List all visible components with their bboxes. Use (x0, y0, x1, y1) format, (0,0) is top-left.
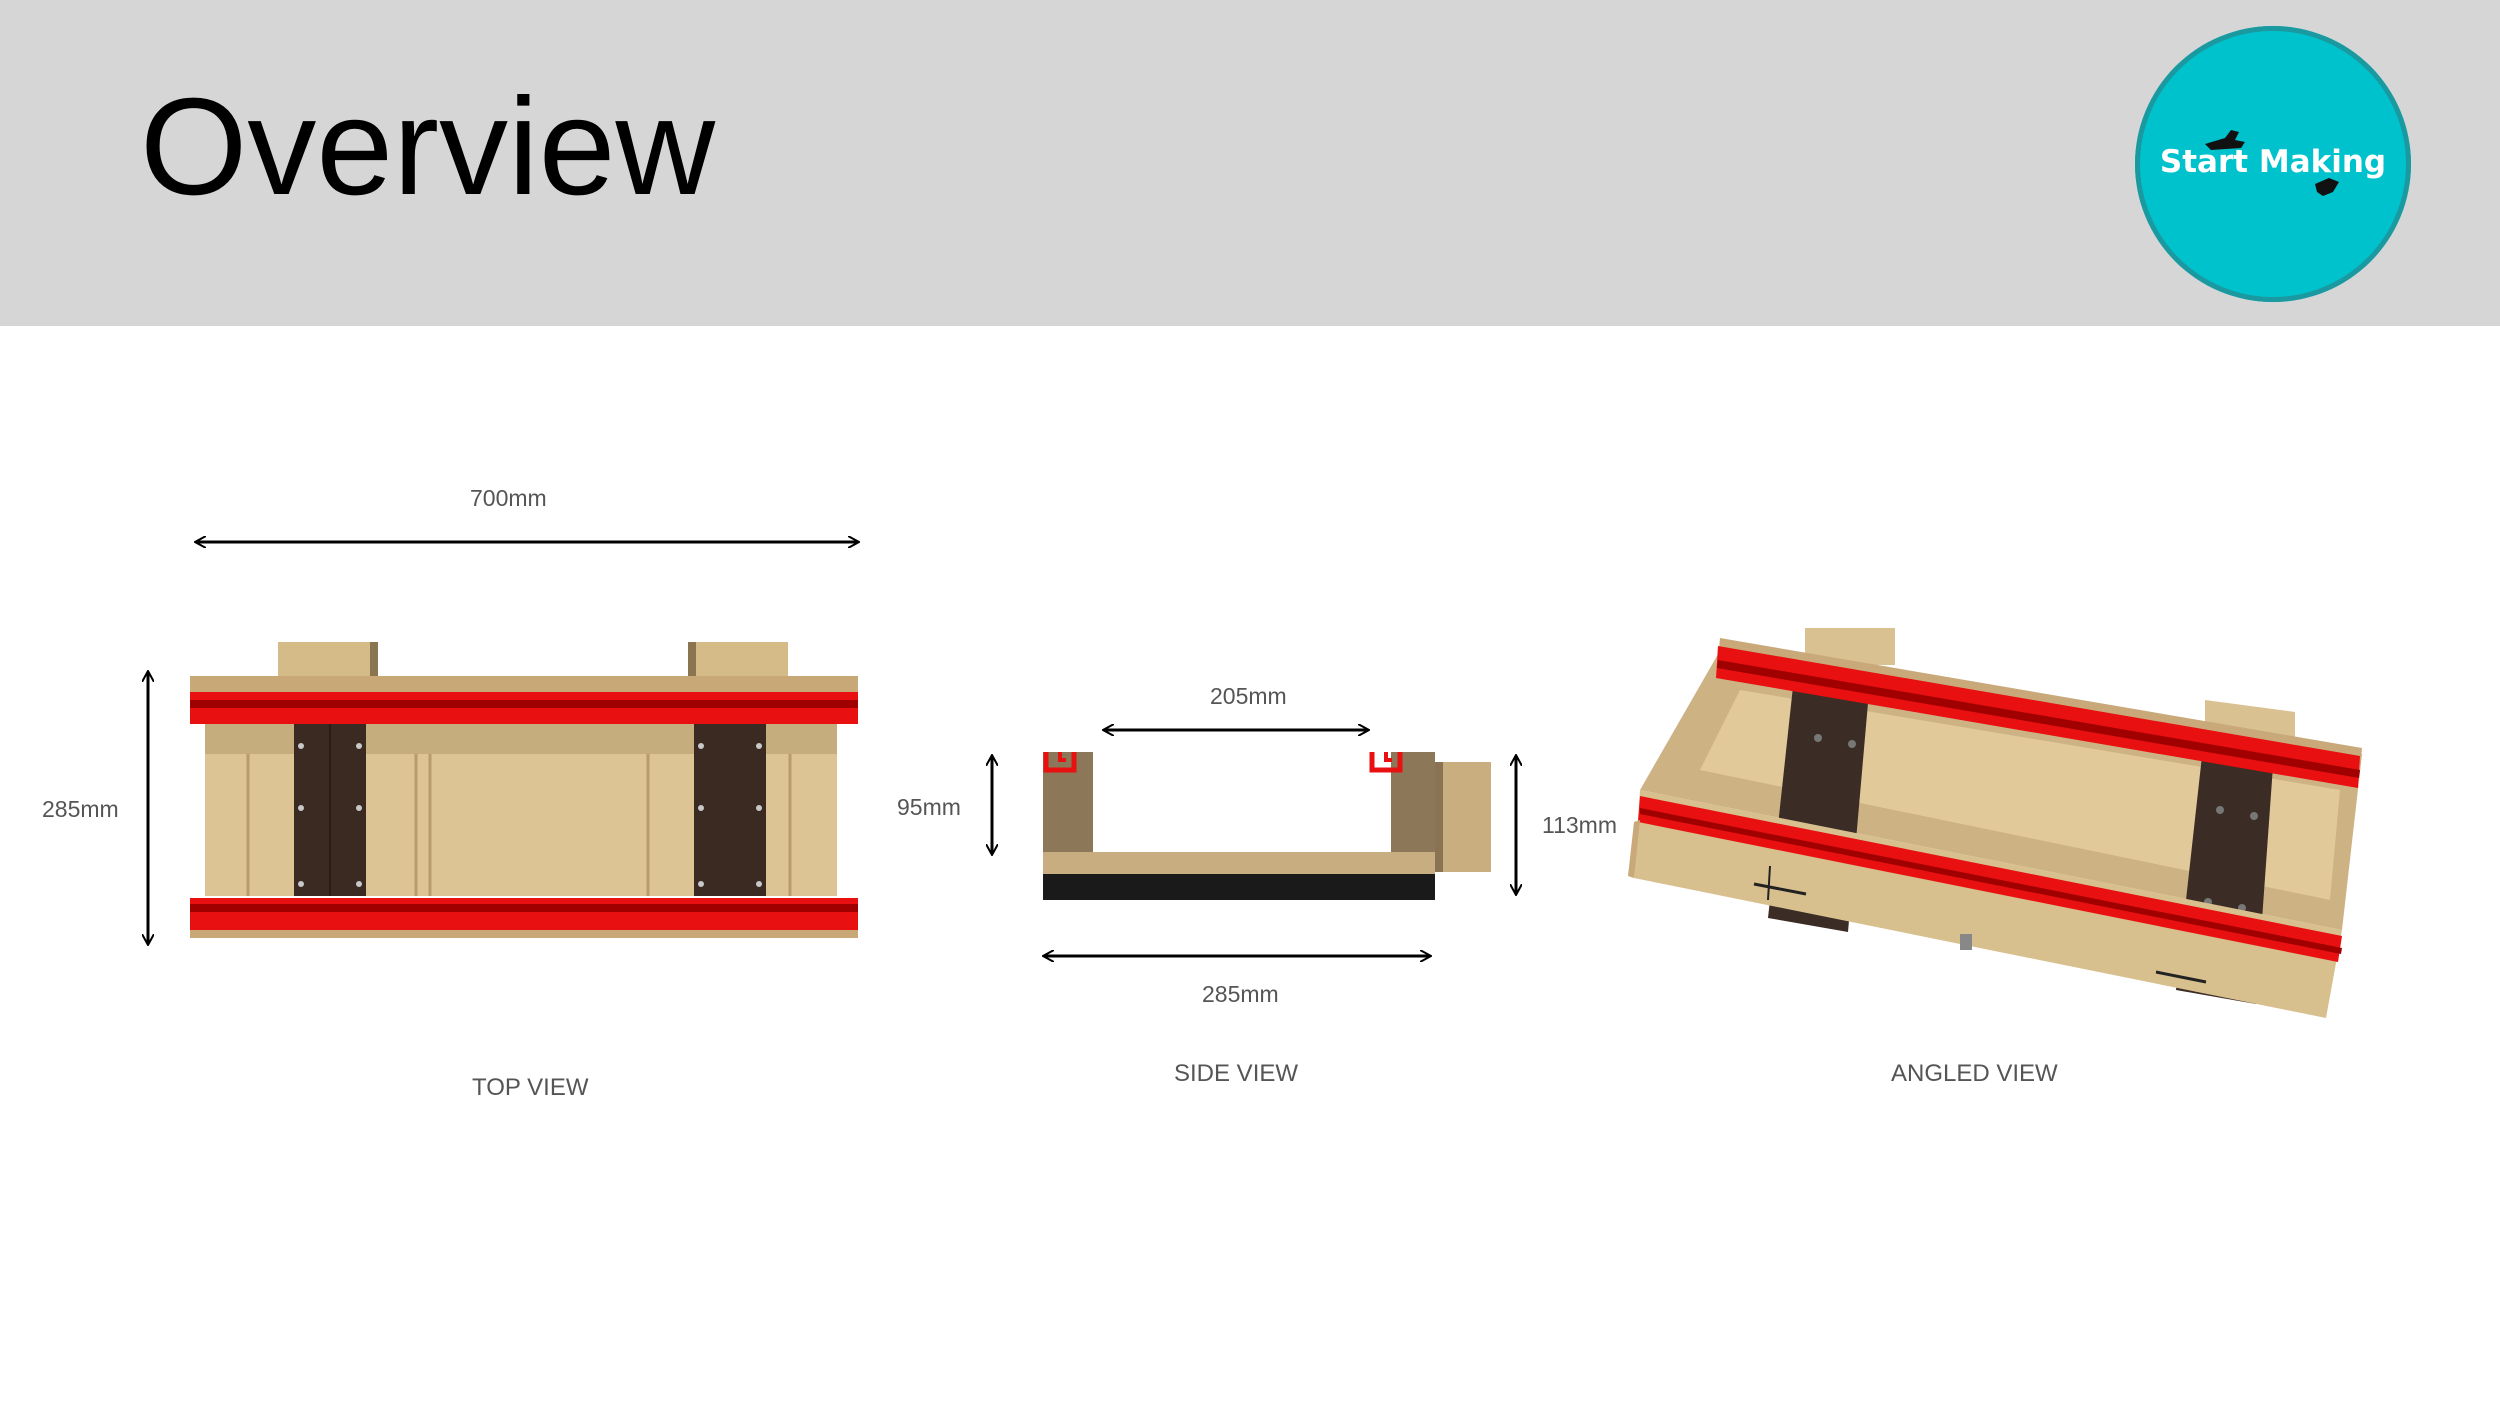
side-view-drawing (1043, 752, 1491, 900)
header-bar (0, 0, 2500, 326)
top-view-drawing (190, 642, 858, 938)
woodworker-icon (2205, 130, 2339, 196)
top-height-label: 285mm (42, 796, 119, 822)
top-width-label: 700mm (470, 485, 547, 511)
side-inner-height-label: 95mm (897, 794, 961, 820)
start-making-logo: Start Making (2135, 26, 2411, 302)
page-title: Overview (140, 70, 716, 224)
angled-view-drawing (1628, 628, 2362, 1018)
side-inner-width-label: 205mm (1210, 683, 1287, 709)
side-total-height-label: 113mm (1542, 812, 1617, 838)
side-base-width-label: 285mm (1202, 981, 1279, 1007)
side-view-caption: SIDE VIEW (1174, 1060, 1299, 1087)
top-view-caption: TOP VIEW (472, 1074, 589, 1101)
angled-view-caption: ANGLED VIEW (1891, 1060, 2058, 1087)
logo-text: Start Making (2159, 144, 2387, 180)
